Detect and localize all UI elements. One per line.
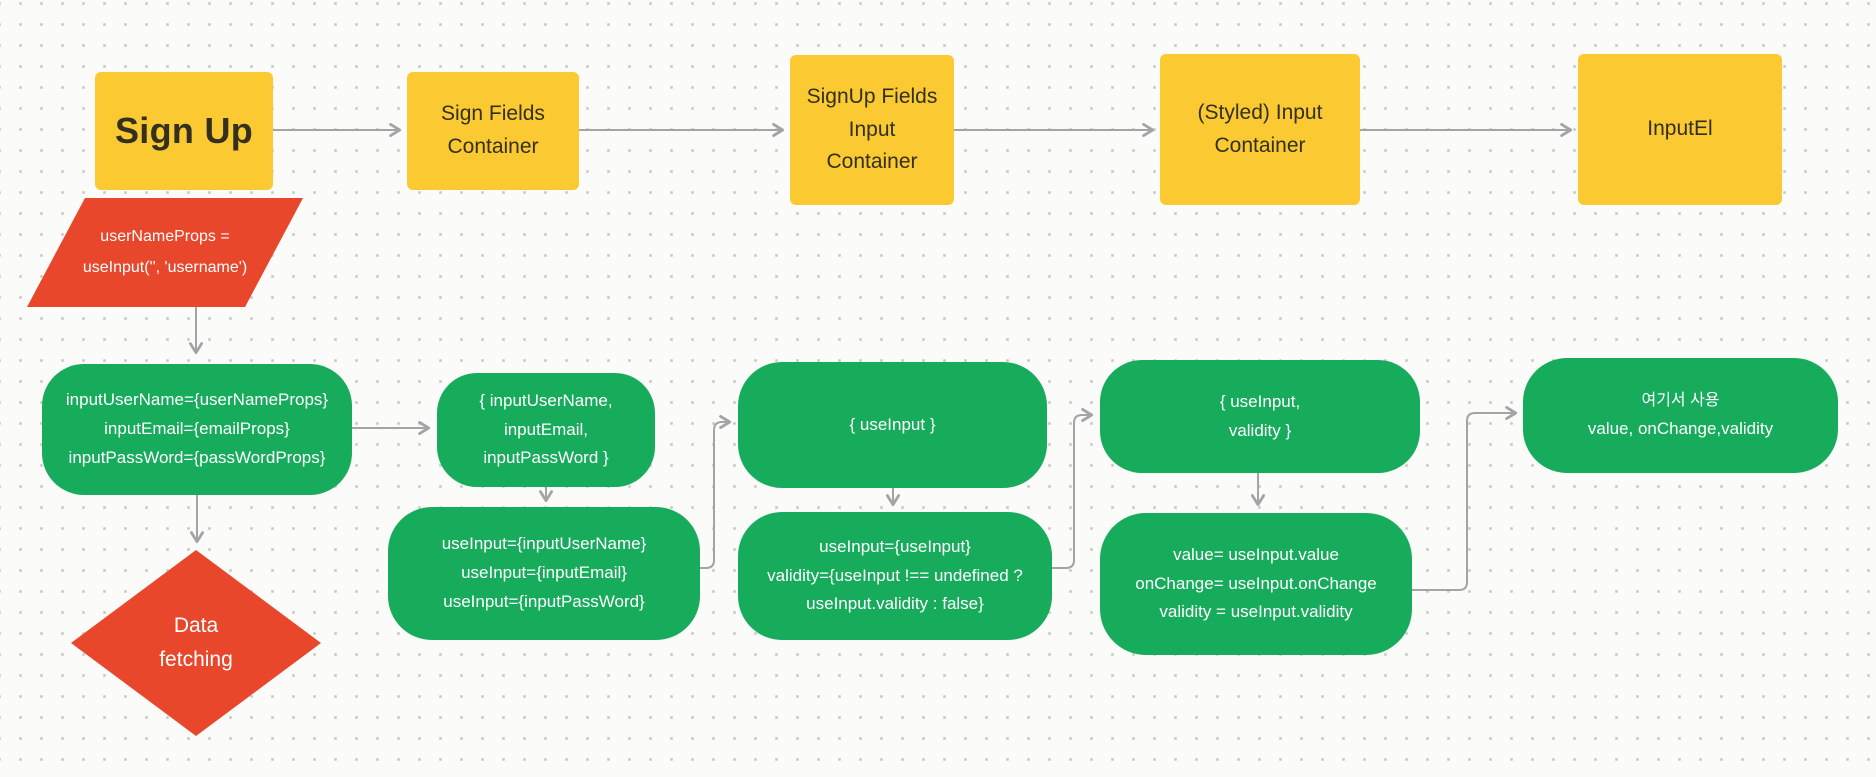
node-label: userNameProps = (100, 228, 230, 246)
node-input-el[interactable]: InputEl (1578, 54, 1782, 205)
node-label: validity } (1228, 420, 1292, 440)
node-label: value, onChange,validity (1587, 418, 1774, 438)
node-input-props[interactable]: inputUserName={userNameProps} inputEmail… (42, 364, 352, 495)
connector-useinputassign-to-useinputdestructure[interactable] (700, 415, 732, 569)
node-use-input-assign[interactable]: useInput={inputUserName} useInput={input… (388, 507, 700, 640)
node-label: Data (173, 614, 219, 638)
node-label: inputEmail={emailProps} (104, 419, 290, 439)
node-value-onchange-assign[interactable]: value= useInput.value onChange= useInput… (1100, 513, 1412, 655)
node-label: InputEl (1647, 117, 1713, 141)
node-label: useInput={useInput} (819, 536, 971, 556)
node-label: { inputUserName, (479, 390, 613, 410)
node-label: useInput={inputEmail} (461, 563, 627, 583)
node-signup-fields-input-container[interactable]: SignUp Fields Input Container (790, 55, 954, 205)
node-sign-up[interactable]: Sign Up (95, 72, 273, 190)
node-label: Sign Up (114, 110, 254, 152)
node-label: value= useInput.value (1173, 544, 1339, 564)
node-label: onChange= useInput.onChange (1135, 573, 1377, 593)
node-use-input-validity-destructure[interactable]: { useInput, validity } (1100, 360, 1420, 473)
node-label: Input (848, 117, 896, 141)
node-sign-fields-container[interactable]: Sign Fields Container (407, 72, 579, 190)
node-label: fetching (159, 648, 233, 671)
node-label: validity={useInput !== undefined ? (767, 565, 1023, 585)
node-label: 여기서 사용 (1641, 392, 1720, 410)
node-label: Container (447, 135, 539, 158)
node-label: inputUserName={userNameProps} (65, 390, 329, 410)
node-validity-assign[interactable]: useInput={useInput} validity={useInput !… (738, 512, 1052, 640)
node-use-input-destructure[interactable]: { useInput } (738, 362, 1047, 488)
node-label: useInput={inputPassWord} (443, 591, 645, 611)
node-label: Sign Fields (441, 102, 545, 126)
node-label: Container (826, 150, 918, 174)
node-label: inputPassWord={passWordProps} (68, 447, 326, 467)
node-label: inputPassWord } (483, 448, 609, 468)
node-label: validity = useInput.validity (1159, 602, 1353, 622)
node-used-here[interactable]: 여기서 사용 value, onChange,validity (1523, 358, 1838, 473)
connector-valueonchange-to-usedhere[interactable] (1412, 406, 1518, 591)
node-label: useInput.validity : false} (806, 594, 984, 614)
node-label: useInput('', 'username') (82, 258, 248, 276)
node-label: Container (1214, 133, 1306, 157)
node-styled-input-container[interactable]: (Styled) Input Container (1160, 54, 1360, 205)
node-label: { useInput, (1219, 391, 1301, 411)
node-label: inputEmail, (503, 419, 589, 439)
node-label: SignUp Fields (806, 85, 938, 109)
connector-validityassign-to-validitydestructure[interactable] (1052, 408, 1094, 569)
node-fields-destructure[interactable]: { inputUserName, inputEmail, inputPassWo… (437, 373, 655, 487)
node-label: (Styled) Input (1197, 100, 1323, 124)
node-label: useInput={inputUserName} (441, 534, 647, 554)
node-label: { useInput } (849, 414, 936, 434)
